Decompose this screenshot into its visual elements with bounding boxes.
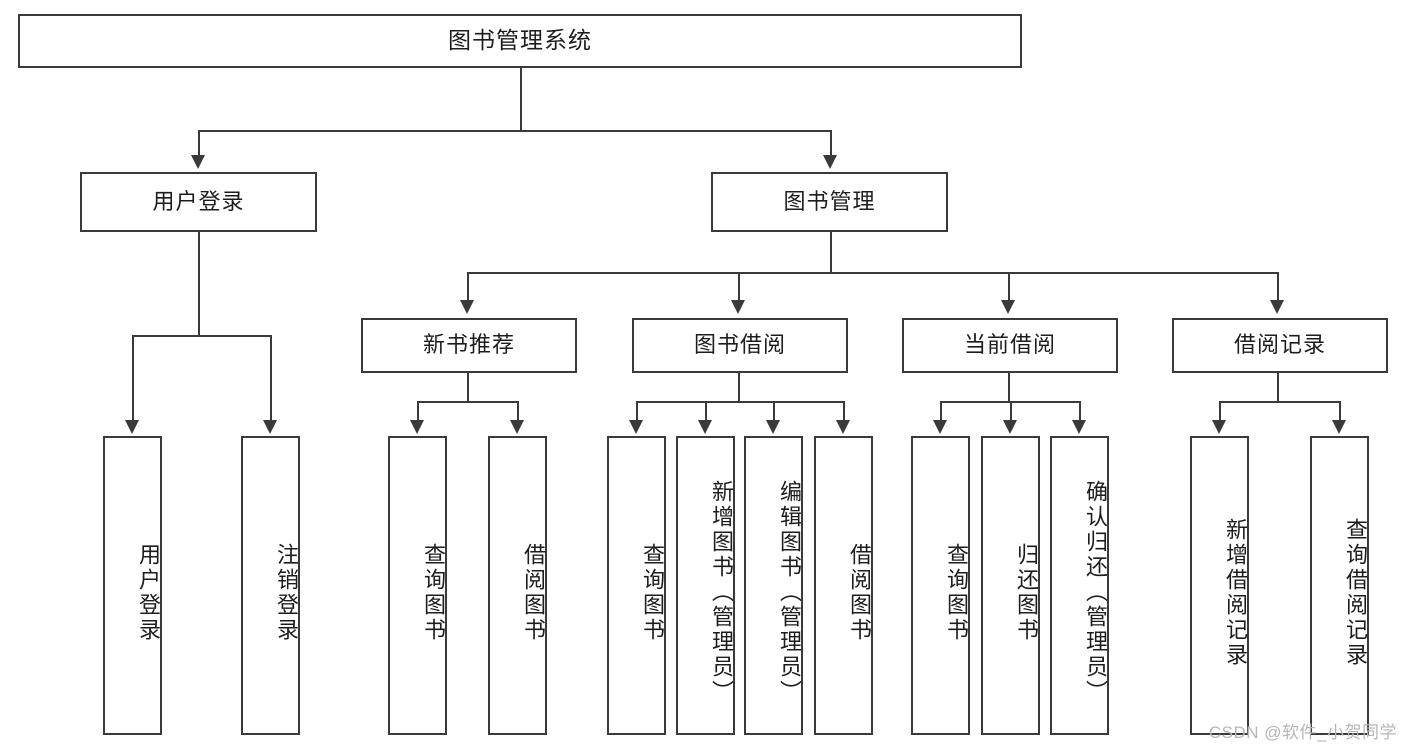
connector-user-login-drop-1 <box>132 335 134 421</box>
node-label: 新增借阅记录 <box>1223 517 1248 668</box>
node-label: 注销登录 <box>274 542 299 643</box>
connector-root-stem <box>520 68 522 130</box>
node-label: 图书管理 <box>783 188 876 214</box>
node-label: 借阅图书 <box>847 542 872 643</box>
arrow-to-leaf-query-borrow-record <box>1332 420 1346 434</box>
node-label: 用户登录 <box>136 542 161 643</box>
connector-borrow-record-stem <box>1277 373 1279 401</box>
leaf-edit-book-admin[interactable]: 编辑图书（管理员） <box>744 436 803 735</box>
leaf-add-borrow-record[interactable]: 新增借阅记录 <box>1190 436 1249 735</box>
leaf-query-book-new-recommend[interactable]: 查询图书 <box>388 436 447 735</box>
arrow-to-book-management <box>823 155 837 169</box>
arrow-to-leaf-confirm-return <box>1072 420 1086 434</box>
leaf-confirm-return-admin[interactable]: 确认归还（管理员） <box>1050 436 1109 735</box>
connector-level2-bus <box>198 130 830 132</box>
node-book-management[interactable]: 图书管理 <box>711 172 948 232</box>
node-user-login[interactable]: 用户登录 <box>80 172 317 232</box>
arrow-to-new-book-recommend <box>460 300 474 314</box>
connector-book-management-stem <box>830 232 832 272</box>
connector-book-borrow-bus <box>636 401 843 403</box>
connector-new-book-stem <box>467 373 469 401</box>
arrow-to-leaf-query-book-1 <box>410 420 424 434</box>
arrow-to-leaf-add-borrow-record <box>1212 420 1226 434</box>
node-label: 编辑图书（管理员） <box>777 480 802 705</box>
node-label: 确认归还（管理员） <box>1083 480 1108 705</box>
arrow-to-leaf-add-book <box>698 420 712 434</box>
connector-level2-drop-left <box>198 130 200 157</box>
connector-book-borrow-drop-2 <box>705 401 707 421</box>
connector-current-borrow-bus <box>940 401 1079 403</box>
connector-current-borrow-drop-1 <box>940 401 942 421</box>
leaf-return-book[interactable]: 归还图书 <box>981 436 1040 735</box>
connector-level3-drop-2 <box>738 272 740 302</box>
connector-new-book-drop-2 <box>517 401 519 421</box>
arrow-to-leaf-borrow-book-1 <box>510 420 524 434</box>
node-book-borrow[interactable]: 图书借阅 <box>632 318 848 373</box>
connector-level3-drop-4 <box>1277 272 1279 302</box>
arrow-to-current-borrow <box>1001 300 1015 314</box>
node-label: 用户登录 <box>152 188 245 214</box>
connector-current-borrow-drop-3 <box>1079 401 1081 421</box>
node-label: 图书借阅 <box>693 332 786 358</box>
connector-borrow-record-drop-2 <box>1339 401 1341 421</box>
connector-book-borrow-drop-4 <box>843 401 845 421</box>
connector-new-book-drop-1 <box>417 401 419 421</box>
connector-level3-bus <box>467 272 1277 274</box>
connector-level3-drop-3 <box>1008 272 1010 302</box>
node-label: 新书推荐 <box>422 332 515 358</box>
connector-book-borrow-drop-3 <box>773 401 775 421</box>
connector-user-login-drop-2 <box>270 335 272 421</box>
leaf-query-book-current[interactable]: 查询图书 <box>911 436 970 735</box>
node-label: 借阅图书 <box>521 542 546 643</box>
leaf-user-login[interactable]: 用户登录 <box>103 436 162 735</box>
connector-level3-drop-1 <box>467 272 469 302</box>
arrow-to-leaf-edit-book <box>766 420 780 434</box>
leaf-borrow-book-borrow[interactable]: 借阅图书 <box>814 436 873 735</box>
arrow-to-leaf-query-book-3 <box>933 420 947 434</box>
node-label: 查询图书 <box>421 542 446 643</box>
node-current-borrow[interactable]: 当前借阅 <box>902 318 1118 373</box>
arrow-to-borrow-record <box>1270 300 1284 314</box>
leaf-borrow-book-new-recommend[interactable]: 借阅图书 <box>488 436 547 735</box>
node-label: 查询图书 <box>640 542 665 643</box>
connector-book-borrow-stem <box>738 373 740 401</box>
connector-borrow-record-drop-1 <box>1219 401 1221 421</box>
leaf-query-borrow-record[interactable]: 查询借阅记录 <box>1310 436 1369 735</box>
connector-user-login-stem <box>198 232 200 335</box>
connector-book-borrow-drop-1 <box>636 401 638 421</box>
node-label: 新增图书（管理员） <box>709 480 734 705</box>
arrow-to-leaf-borrow-book-2 <box>836 420 850 434</box>
connector-new-book-bus <box>417 401 517 403</box>
arrow-to-leaf-user-login <box>125 420 139 434</box>
leaf-logout[interactable]: 注销登录 <box>241 436 300 735</box>
leaf-add-book-admin[interactable]: 新增图书（管理员） <box>676 436 735 735</box>
node-label: 图书管理系统 <box>448 27 592 54</box>
arrow-to-leaf-query-book-2 <box>629 420 643 434</box>
arrow-to-leaf-logout <box>263 420 277 434</box>
node-label: 归还图书 <box>1014 542 1039 643</box>
node-borrow-record[interactable]: 借阅记录 <box>1172 318 1388 373</box>
connector-borrow-record-bus <box>1219 401 1339 403</box>
node-label: 查询图书 <box>944 542 969 643</box>
node-label: 查询借阅记录 <box>1343 517 1368 668</box>
arrow-to-leaf-return-book <box>1003 420 1017 434</box>
leaf-query-book-borrow[interactable]: 查询图书 <box>607 436 666 735</box>
node-label: 当前借阅 <box>963 332 1056 358</box>
node-root-book-management-system[interactable]: 图书管理系统 <box>18 14 1022 68</box>
csdn-watermark: CSDN @软件_小贺同学 <box>1208 723 1397 742</box>
connector-user-login-bus <box>132 335 270 337</box>
connector-current-borrow-drop-2 <box>1010 401 1012 421</box>
arrow-to-user-login <box>191 155 205 169</box>
connector-current-borrow-stem <box>1008 373 1010 401</box>
node-label: 借阅记录 <box>1233 332 1326 358</box>
connector-level2-drop-right <box>830 130 832 157</box>
node-new-book-recommend[interactable]: 新书推荐 <box>361 318 577 373</box>
arrow-to-book-borrow <box>731 300 745 314</box>
